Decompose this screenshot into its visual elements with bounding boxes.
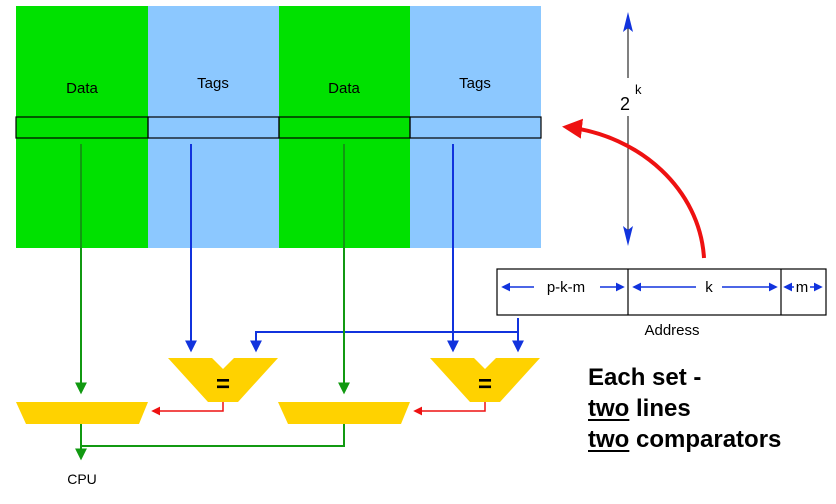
cache-columns: Data Tags Data Tags [16, 6, 541, 248]
summary-note: Each set - two lines two comparators [588, 362, 781, 455]
comparator-1-symbol: = [216, 371, 230, 398]
set-row-cell-4 [409, 116, 542, 139]
tags-column-1-label: Tags [197, 75, 229, 92]
tags-column-2-label: Tags [459, 75, 491, 92]
height-arrow-top-head [623, 12, 633, 32]
note-line-2-emphasis: two [588, 395, 630, 422]
address-field-m: m [796, 279, 809, 296]
height-label-exponent: k [635, 82, 642, 97]
note-line-3-emphasis: two [588, 426, 630, 453]
note-line-2-rest: lines [629, 395, 691, 422]
note-line-3-rest: comparators [629, 426, 782, 453]
data-column-2-label: Data [328, 80, 360, 97]
select-line-1 [151, 402, 224, 416]
address-tag-bus [250, 318, 519, 353]
height-indicator: 2 k [616, 12, 650, 246]
data-wiring [75, 144, 350, 461]
address-field-pkm: p-k-m [547, 279, 585, 296]
tags-column-2 [410, 6, 541, 248]
select-line-2 [413, 402, 486, 416]
index-select-arrow [562, 118, 706, 259]
address-field-k: k [705, 279, 713, 296]
data-column-1-label: Data [66, 80, 98, 97]
address-box: p-k-m k m Address [496, 268, 827, 339]
comparator-2-symbol: = [478, 371, 492, 398]
comparator-2 [430, 358, 540, 402]
comparators: = = [168, 358, 540, 402]
tag-wiring [185, 144, 524, 353]
mux-output-2 [81, 424, 345, 447]
selected-set-row [15, 116, 542, 139]
address-caption: Address [644, 322, 699, 339]
mux-2 [278, 402, 410, 424]
multiplexers [16, 402, 410, 424]
select-wiring [151, 402, 486, 416]
address-outline [496, 268, 827, 316]
mux-1 [16, 402, 148, 424]
note-line-1: Each set - [588, 364, 702, 391]
note-line-2: two lines [588, 393, 781, 424]
comparator-1 [168, 358, 278, 402]
height-arrow-bottom-head [623, 226, 633, 246]
tags-column-1 [148, 6, 279, 248]
note-line-3: two comparators [588, 424, 781, 455]
height-label-base: 2 [620, 94, 630, 114]
cpu-label: CPU [67, 471, 97, 487]
height-label-bg [616, 78, 650, 116]
